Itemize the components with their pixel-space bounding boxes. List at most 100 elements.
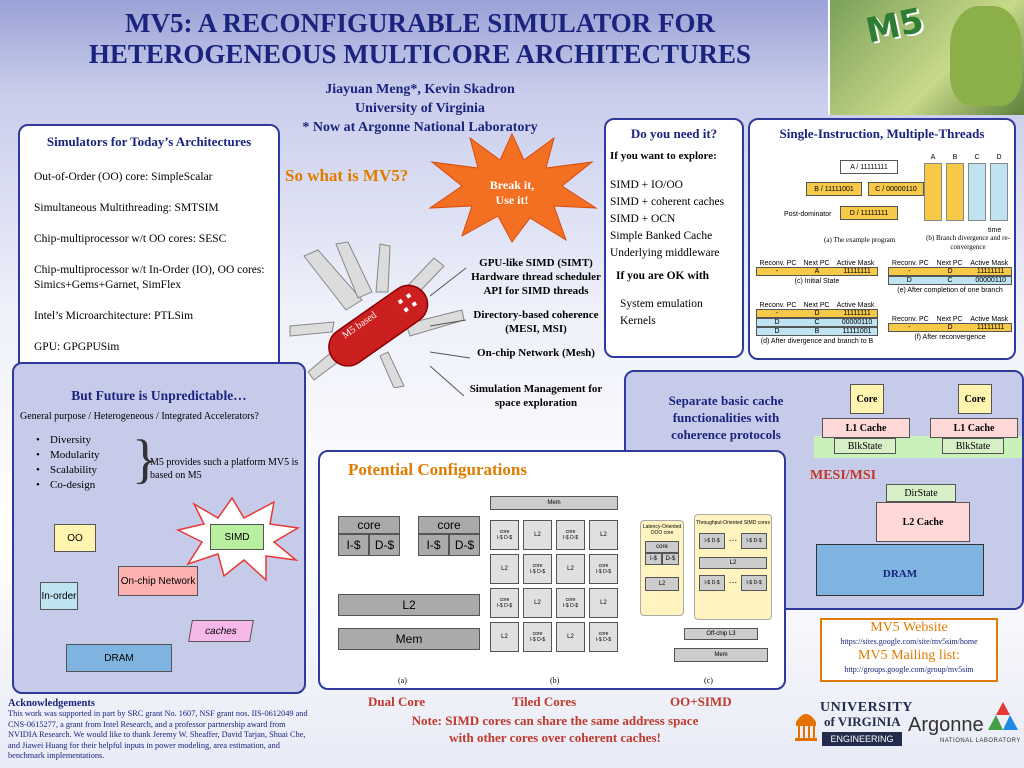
feature-simd: GPU-like SIMD (SIMT) Hardware thread sch… (471, 257, 601, 297)
latency-core-group: Latency-Oriented OOO core core I-$D-$ L2 (640, 520, 684, 616)
dual-mem: Mem (338, 628, 480, 650)
m5-logo-text: M5 (862, 0, 928, 52)
feature-connectors (430, 267, 470, 397)
label-tiled-cores: Tiled Cores (512, 694, 577, 709)
ok-item: Kernels (620, 315, 656, 327)
future-bullet: Scalability (32, 463, 144, 478)
dirstate-box: DirState (886, 484, 956, 502)
simulators-heading: Simulators for Today’s Architectures (46, 134, 252, 149)
tiled-mem: Mem (490, 496, 618, 510)
tile-l2: L2 (589, 520, 618, 550)
simt-node-d: D / 11111111 (840, 206, 898, 220)
config-dual-core: core I-$ D-$ core I-$ D-$ L2 Mem (334, 516, 480, 656)
rotunda-icon (795, 714, 817, 741)
need-it-panel: Do you need it? If you want to explore: … (604, 118, 744, 358)
argonne-lab: NATIONAL LABORATORY (940, 738, 1021, 744)
platform-text: M5 provides such a platform MV5 is based… (150, 457, 299, 481)
argonne-triangle-icon (988, 702, 1018, 730)
tile-l2: L2 (523, 520, 552, 550)
explore-item: SIMD + coherent caches (610, 196, 725, 208)
brace-icon: } (132, 429, 158, 489)
poster-title: MV5: A RECONFIGURABLE SIMULATOR FOR HETE… (88, 8, 752, 69)
future-panel: But Future is Unpredictable… General pur… (12, 362, 306, 694)
tile-l2: L2 (556, 554, 585, 584)
dram-label: DRAM (882, 568, 918, 580)
block-dram: DRAM (66, 644, 172, 672)
dual-core-1: core (338, 516, 400, 534)
dual-core-2: core (418, 516, 480, 534)
ack-heading: Acknowledgements (8, 698, 95, 709)
explore-item: SIMD + IO/OO (610, 179, 683, 191)
cache-heading: Separate basic cache functionalities wit… (668, 393, 784, 442)
simd-note: Note: SIMD cores can share the same addr… (411, 713, 699, 745)
core-2: Core (958, 384, 992, 414)
l1-cache-1: L1 Cache (822, 418, 910, 438)
feature-network: On-chip Network (Mesh) (477, 347, 595, 359)
post-dominator-label: Post-dominator (784, 211, 832, 218)
dual-dcache-2: D-$ (449, 534, 480, 556)
block-caches: caches (188, 620, 254, 642)
acknowledgements: Acknowledgements This work was supported… (8, 698, 314, 762)
tile-l2: L2 (523, 588, 552, 618)
uva-logo: UNIVERSITY of VIRGINIA ENGINEERING (794, 700, 912, 748)
l2-cache-box: L2 Cache (876, 502, 970, 542)
feature-coherence: Directory-based coherence (MESI, MSI) (473, 309, 599, 335)
caption-c: (c) (704, 676, 713, 685)
m5-logo-image: M5 (828, 0, 1024, 115)
authors: Jiayuan Meng*, Kevin Skadron (325, 82, 515, 97)
mascot-head (950, 6, 1022, 106)
simulator-item: Simultaneous Multithreading: SMTSIM (34, 202, 219, 214)
configs-panel: Potential Configurations core I-$ D-$ co… (318, 450, 786, 690)
tile-l2: L2 (556, 622, 585, 652)
simt-node-c: C / 00000110 (868, 182, 924, 196)
explore-item: Simple Banked Cache (610, 230, 713, 242)
simulator-item: Out-of-Order (OO) core: SimpleScalar (34, 171, 213, 183)
simulator-item: Intel’s Microarchitecture: PTLSim (34, 310, 194, 322)
explore-item: SIMD + OCN (610, 213, 676, 225)
dram-box (816, 544, 984, 596)
block-simd: SIMD (210, 524, 264, 550)
configs-heading: Potential Configurations (348, 460, 527, 479)
dual-dcache-1: D-$ (369, 534, 400, 556)
ok-item: System emulation (620, 298, 703, 310)
future-bullet: Modularity (32, 448, 144, 463)
tile-l2: L2 (589, 588, 618, 618)
affiliation-note: * Now at Argonne National Laboratory (302, 120, 538, 135)
uva-engineering: ENGINEERING (822, 732, 902, 746)
block-noc: On-chip Network (118, 566, 198, 596)
block-inorder: In-order (40, 582, 78, 610)
website-link[interactable]: https://sites.google.com/site/mv5sim/hom… (840, 637, 978, 646)
dual-l2: L2 (338, 594, 480, 616)
caption-b: (b) (550, 676, 560, 685)
simulator-item: Chip-multiprocessor w/t OO cores: SESC (34, 233, 227, 245)
simt-heading: Single-Instruction, Multiple-Threads (779, 126, 985, 141)
future-subtitle: General purpose / Heterogeneous / Integr… (20, 411, 259, 422)
simt-caption-a: (a) The example program (824, 236, 896, 244)
break-it-burst (428, 132, 598, 243)
mailing-list-link[interactable]: http://groups.google.com/group/mv5sim (844, 665, 974, 674)
blkstate-2: BlkState (942, 438, 1004, 454)
simt-caption-b: (b) Branch divergence and re-convergence (926, 234, 1010, 251)
throughput-core-group: Throughput-Oriented SIMD cores I-$ D-$ …… (694, 514, 772, 620)
swiss-knife-illustration (289, 241, 465, 388)
ack-text: This work was supported in part by SRC g… (8, 709, 308, 761)
oo-simd-mem: Mem (674, 648, 768, 662)
author-block: Jiayuan Meng*, Kevin Skadron University … (250, 80, 590, 137)
feature-simulation-mgmt: Simulation Management for space explorat… (469, 383, 603, 409)
simulator-item: GPU: GPGPUSim (34, 341, 120, 353)
uva-name-2: of VIRGINIA (824, 714, 901, 729)
simt-lanes: A B C D (924, 154, 1010, 230)
label-dual-core: Dual Core (368, 694, 426, 709)
explore-label: If you want to explore: (610, 150, 717, 162)
